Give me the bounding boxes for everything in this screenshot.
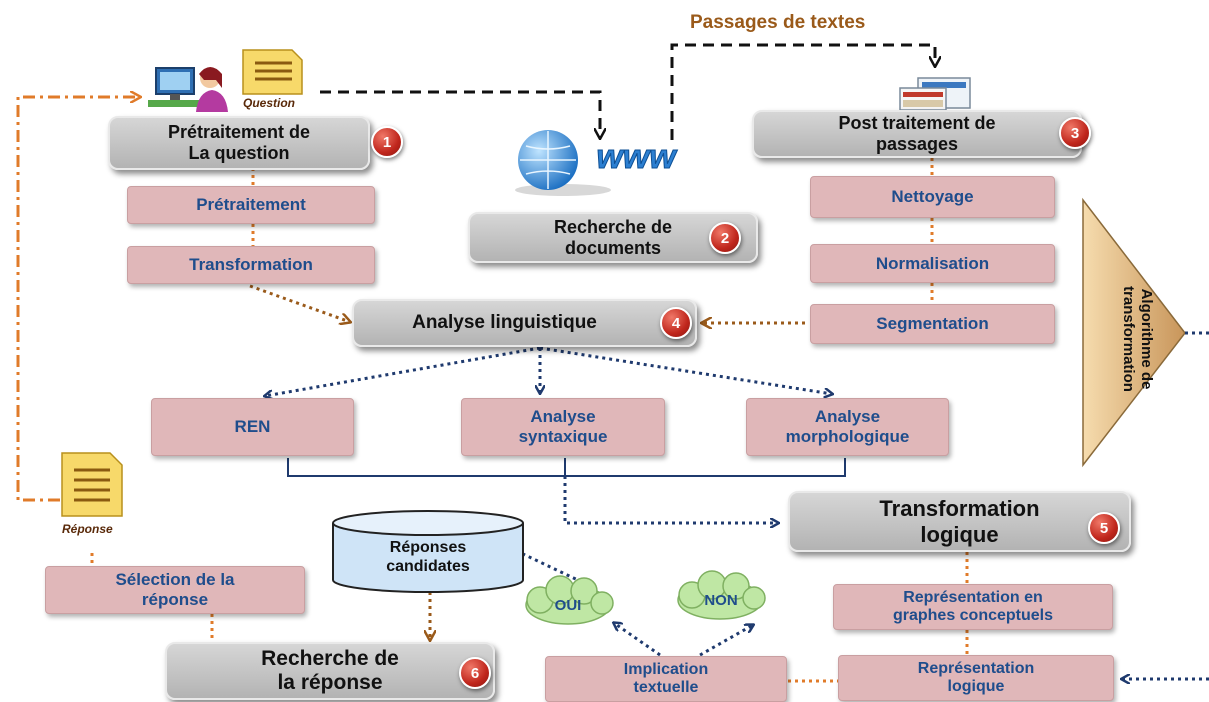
stage5-title-line2: logique bbox=[920, 521, 999, 547]
nettoyage-step: Nettoyage bbox=[810, 176, 1055, 218]
www-globe-icon: www bbox=[515, 130, 679, 196]
oui-cloud-shape bbox=[525, 575, 614, 625]
conceptual-graphs-step: Représentation en graphes conceptuels bbox=[833, 584, 1113, 630]
answer-selection-line1: Sélection de la bbox=[115, 570, 235, 590]
stage5-title-line1: Transformation bbox=[879, 496, 1040, 522]
stage6-title-line2: la réponse bbox=[277, 671, 383, 694]
passages-screens-icon bbox=[899, 77, 971, 111]
stage3-postprocessing-box: Post traitement de passages bbox=[752, 110, 1082, 158]
ren-label: REN bbox=[234, 417, 271, 437]
pretraitement-step: Prétraitement bbox=[127, 186, 375, 224]
stage4-badge: 4 bbox=[660, 307, 692, 339]
stage5-logical-transformation-box: Transformation logique bbox=[788, 491, 1131, 552]
stage4-linguistic-analysis-box: Analyse linguistique bbox=[352, 299, 697, 347]
implication-line1: Implication bbox=[623, 660, 709, 678]
question-to-web-connector bbox=[320, 90, 600, 138]
algorithm-label: Algorithme de transformation bbox=[1119, 284, 1155, 394]
stage6-answer-search-box: Recherche de la réponse bbox=[165, 642, 495, 700]
conceptual-graphs-line1: Représentation en bbox=[903, 588, 1043, 606]
user-computer-icon bbox=[148, 67, 228, 112]
stage2-title-line2: documents bbox=[564, 237, 661, 258]
stage3-title-line1: Post traitement de bbox=[838, 113, 996, 134]
analysis-branch-arrows bbox=[265, 346, 832, 396]
stage2-badge: 2 bbox=[709, 222, 741, 254]
stage5-badge: 5 bbox=[1088, 512, 1120, 544]
syntax-line2: syntaxique bbox=[518, 427, 608, 446]
syntax-analysis-branch: Analyse syntaxique bbox=[461, 398, 665, 456]
feedback-loop-connector bbox=[16, 97, 140, 502]
reponse-caption: Réponse bbox=[62, 522, 113, 536]
non-cloud-shape bbox=[677, 570, 766, 620]
logical-representation-line1: Représentation bbox=[917, 659, 1035, 677]
stage1-badge: 1 bbox=[371, 126, 403, 158]
transformation-step: Transformation bbox=[127, 246, 375, 284]
non-label: NON bbox=[704, 592, 738, 609]
stage4-title: Analyse linguistique bbox=[412, 312, 597, 334]
database-icon bbox=[332, 510, 524, 593]
orange-dotted-connectors bbox=[90, 158, 969, 683]
web-to-passages-connector bbox=[670, 43, 935, 140]
reponse-document-icon bbox=[61, 452, 123, 517]
question-caption: Question bbox=[243, 96, 296, 110]
stage6-badge: 6 bbox=[459, 657, 491, 689]
transformation-to-analyse-arrow bbox=[249, 284, 350, 322]
stage3-title-line2: passages bbox=[875, 134, 959, 154]
textual-implication-step: Implication textuelle bbox=[545, 656, 787, 702]
syntax-line1: Analyse bbox=[530, 407, 596, 427]
oui-label: OUI bbox=[554, 597, 582, 614]
logical-representation-line2: logique bbox=[947, 678, 1005, 695]
candidates-line2: candidates bbox=[386, 558, 470, 575]
conceptual-graphs-line2: graphes conceptuels bbox=[892, 607, 1054, 624]
merge-to-transformation-arrow bbox=[563, 476, 778, 523]
www-text: www bbox=[596, 138, 678, 176]
candidates-label: Réponses candidates bbox=[340, 538, 516, 576]
answer-selection-line2: réponse bbox=[141, 590, 209, 609]
stage1-preprocessing-box: Prétraitement de La question bbox=[108, 116, 370, 170]
segmentation-step: Segmentation bbox=[810, 304, 1055, 344]
implication-arrows bbox=[522, 552, 753, 657]
answer-selection-step: Sélection de la réponse bbox=[45, 566, 305, 614]
branch-merge-bracket bbox=[287, 458, 846, 477]
algorithm-line1: Algorithme de bbox=[1138, 288, 1155, 390]
normalisation-step: Normalisation bbox=[810, 244, 1055, 283]
logical-representation-step: Représentation logique bbox=[838, 655, 1114, 701]
passages-label: Passages de textes bbox=[690, 12, 866, 33]
stage2-title-line1: Recherche de bbox=[553, 216, 673, 237]
ren-branch: REN bbox=[151, 398, 354, 456]
morphology-analysis-branch: Analyse morphologique bbox=[746, 398, 949, 456]
algorithm-triangle bbox=[1082, 197, 1186, 468]
morphology-line2: morphologique bbox=[785, 427, 910, 446]
stage6-title-line1: Recherche de bbox=[261, 646, 399, 670]
algorithm-line2: transformation bbox=[1120, 286, 1137, 392]
candidates-line1: Réponses bbox=[389, 539, 467, 556]
stage1-title-line2: La question bbox=[188, 143, 290, 163]
morphology-line1: Analyse bbox=[814, 407, 881, 427]
question-document-icon bbox=[242, 49, 303, 95]
stage3-badge: 3 bbox=[1059, 117, 1091, 149]
implication-line2: textuelle bbox=[633, 679, 699, 696]
stage1-title-line1: Prétraitement de bbox=[167, 122, 311, 143]
